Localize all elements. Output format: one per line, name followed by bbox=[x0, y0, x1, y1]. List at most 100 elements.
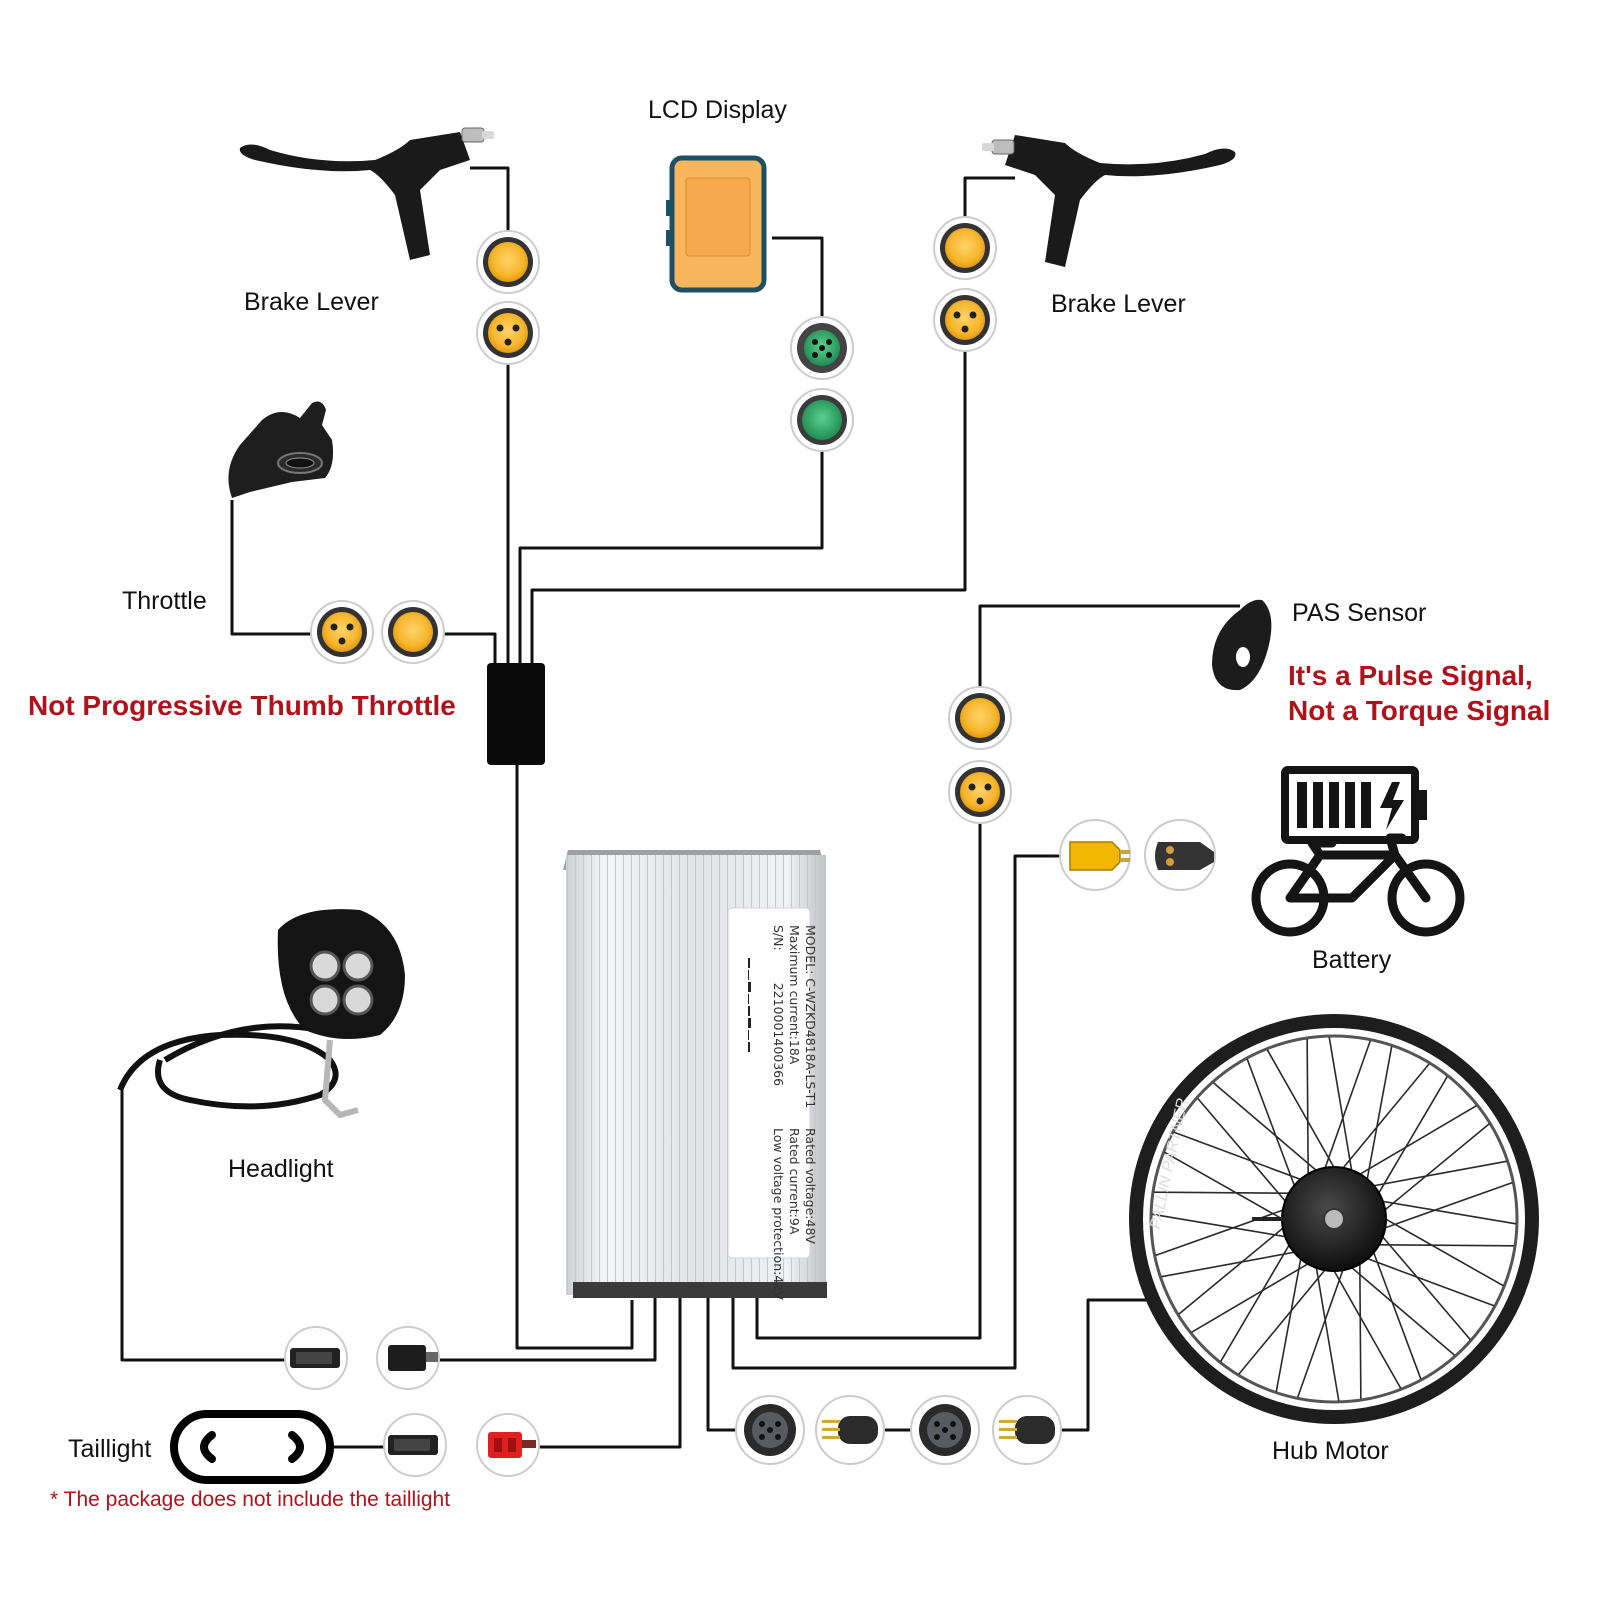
connector-yellow-male bbox=[310, 600, 374, 664]
taillight-label: Taillight bbox=[68, 1435, 152, 1463]
pas-warning-line2: Not a Torque Signal bbox=[1288, 695, 1551, 726]
controller-serial-label: S/N: bbox=[771, 925, 786, 951]
wheel-spoke bbox=[1372, 1225, 1471, 1341]
wheel-spoke bbox=[1178, 1218, 1295, 1315]
wire-right-brake bbox=[963, 176, 1015, 220]
wheel-spoke bbox=[1372, 1211, 1504, 1287]
lcd-display-label: LCD Display bbox=[648, 96, 787, 124]
pas-warning-line1: It's a Pulse Signal, bbox=[1288, 660, 1533, 691]
connector-xt60-male bbox=[1059, 819, 1131, 891]
wheel-spoke bbox=[1155, 1204, 1297, 1257]
wheel-spoke bbox=[1353, 1252, 1495, 1307]
wire-pas bbox=[978, 604, 1240, 688]
wheel-spoke bbox=[1246, 1058, 1301, 1200]
connector-jst-headlight-female bbox=[376, 1326, 440, 1390]
wheel-spoke bbox=[1197, 1097, 1296, 1213]
wire-headlight-to-ctrl bbox=[440, 1298, 657, 1362]
connector-jst-taillight-male bbox=[383, 1413, 447, 1477]
battery-label: Battery bbox=[1312, 946, 1392, 974]
connector-hub-female bbox=[735, 1395, 805, 1465]
wheel-spoke bbox=[1370, 1076, 1448, 1206]
junction-box bbox=[487, 663, 545, 765]
throttle-label: Throttle bbox=[122, 587, 207, 615]
controller-box bbox=[563, 850, 827, 1298]
right-brake-lever-label: Brake Lever bbox=[1051, 290, 1186, 318]
brake-lever-icon bbox=[982, 135, 1236, 267]
wire-taillight-to-ctrl bbox=[540, 1298, 682, 1449]
controller-low-voltage: Low voltage protection:42V bbox=[771, 1128, 786, 1300]
connector-yellow-female bbox=[381, 600, 445, 664]
wire-throttle-to-box bbox=[443, 632, 497, 665]
wheel-spoke bbox=[1161, 1248, 1309, 1278]
wheel-spoke bbox=[1364, 1243, 1515, 1247]
hub-motor-label: Hub Motor bbox=[1272, 1437, 1389, 1465]
connector-yellow-male bbox=[476, 301, 540, 365]
wheel-spoke bbox=[1173, 1131, 1315, 1186]
wheel-spoke bbox=[1359, 1160, 1507, 1190]
wire-junction-to-controller bbox=[515, 765, 634, 1350]
wheel-spoke bbox=[1367, 1238, 1422, 1380]
thumb-throttle-icon bbox=[228, 401, 334, 498]
brake-lever-icon bbox=[239, 127, 494, 260]
wheel-spoke bbox=[1306, 1038, 1310, 1189]
wires bbox=[120, 166, 1240, 1449]
connector-green-male bbox=[790, 316, 854, 380]
wheel-spoke bbox=[1328, 1036, 1355, 1185]
wire-hub-motor bbox=[706, 1298, 738, 1432]
wire-left-brake bbox=[470, 166, 510, 232]
wheel-spokes bbox=[1151, 1036, 1517, 1402]
wheel-spoke bbox=[1326, 1257, 1402, 1389]
controller-rating-label: Rated voltage:48V Rated current:9A Low v… bbox=[743, 1128, 818, 1300]
controller-rated-current: Rated current:9A bbox=[787, 1128, 802, 1235]
connector-yellow-female bbox=[933, 216, 997, 280]
wheel-spoke bbox=[1212, 1082, 1328, 1181]
lcd-display-icon bbox=[666, 155, 767, 293]
headlight-label: Headlight bbox=[228, 1155, 334, 1183]
pas-sensor-label: PAS Sensor bbox=[1292, 599, 1427, 627]
connector-hub-male bbox=[815, 1395, 885, 1465]
connector-yellow-male bbox=[948, 760, 1012, 824]
wheel-spoke bbox=[1368, 1198, 1517, 1225]
wire-hub-motor-out bbox=[1060, 1298, 1150, 1432]
wheel-spoke bbox=[1358, 1249, 1362, 1400]
wheel-spoke bbox=[1153, 1191, 1304, 1195]
controller-serial-number: 2210001400366 bbox=[771, 982, 786, 1087]
wire-lcd bbox=[772, 236, 824, 318]
pas-sensor-icon bbox=[1212, 599, 1272, 691]
connector-yellow-male bbox=[933, 288, 997, 352]
wire-throttle bbox=[230, 500, 312, 636]
connector-hub-female bbox=[910, 1395, 980, 1465]
wheel-spoke bbox=[1266, 1049, 1342, 1181]
connector-jst-taillight-red bbox=[476, 1413, 540, 1477]
wheel-spoke bbox=[1220, 1232, 1298, 1362]
connector-hub-male bbox=[992, 1395, 1062, 1465]
connector-jst-headlight-male bbox=[284, 1326, 348, 1390]
wheel-spoke bbox=[1319, 1040, 1372, 1182]
left-brake-lever-label: Brake Lever bbox=[244, 288, 379, 316]
wheel-spoke bbox=[1371, 1181, 1513, 1234]
wire-lcd-lower bbox=[518, 450, 824, 665]
connector-yellow-female bbox=[948, 686, 1012, 750]
connectors bbox=[284, 216, 1216, 1477]
wire-headlight bbox=[120, 1090, 286, 1362]
throttle-warning: Not Progressive Thumb Throttle bbox=[28, 690, 456, 721]
wheel-spoke bbox=[1313, 1253, 1340, 1402]
connector-xt60-female bbox=[1144, 819, 1216, 891]
bicycle-icon bbox=[1251, 833, 1465, 937]
wheel-spoke bbox=[1340, 1257, 1456, 1356]
wire-battery bbox=[731, 854, 1060, 1370]
wire-pas-lower bbox=[755, 822, 982, 1340]
taillight-icon bbox=[170, 1410, 334, 1484]
connector-yellow-female bbox=[476, 230, 540, 294]
battery-icon bbox=[1281, 766, 1427, 844]
wire-right-brake-lower bbox=[530, 350, 967, 665]
serial-barcode bbox=[748, 958, 751, 1052]
taillight-note: * The package does not include the taill… bbox=[50, 1488, 451, 1511]
connector-green-female bbox=[790, 388, 854, 452]
headlight-icon bbox=[117, 909, 405, 1119]
controller-rated-voltage: Rated voltage:48V bbox=[803, 1128, 818, 1244]
wheel-spoke bbox=[1363, 1046, 1393, 1194]
wheel-spoke bbox=[1275, 1244, 1305, 1392]
hub-motor-wheel-icon: PALLIN PARTNER bbox=[1129, 1014, 1539, 1424]
